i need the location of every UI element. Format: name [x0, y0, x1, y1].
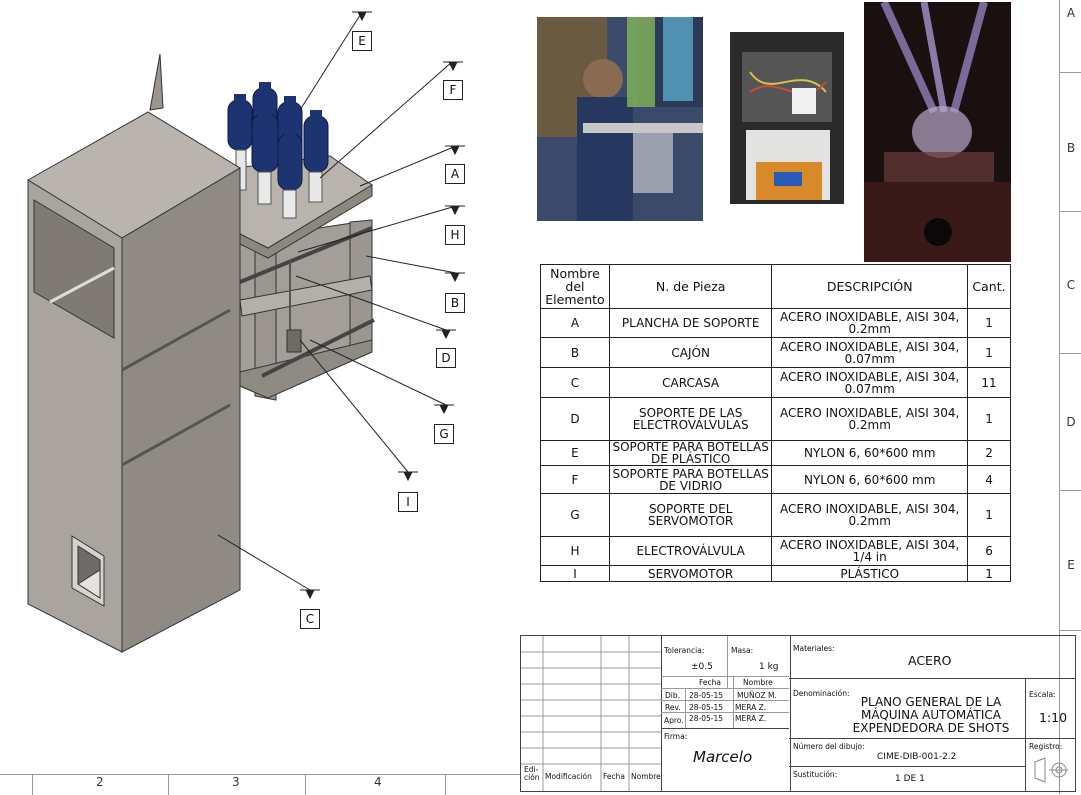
border-ruler-bottom: 2 3 4 [0, 774, 520, 795]
bottle-6 [303, 110, 329, 203]
balloon-e: E [352, 31, 372, 51]
value-tolerancia: ±0.5 [691, 662, 713, 672]
balloon-d: D [436, 348, 456, 368]
machine-isometric-drawing [27, 11, 465, 653]
housing [27, 111, 241, 653]
value-escala: 1:10 [1039, 710, 1068, 725]
projection-symbol-icon [1034, 757, 1068, 783]
value-masa: 1 kg [759, 662, 779, 672]
col-header-piece: N. de Pieza [608, 264, 773, 309]
photo-interior [864, 2, 1011, 262]
title-block: Edi-ción Modificación Fecha Nombre Toler… [520, 635, 1076, 792]
label-nombre: Nombre [743, 678, 773, 687]
value-hoja: 1 DE 1 [895, 774, 925, 784]
ruler-label-e: E [1067, 558, 1075, 572]
label-rev: Rev. [665, 703, 681, 712]
ruler-label-c: C [1066, 278, 1076, 292]
label-modificacion: Modificación [545, 772, 592, 781]
value-materiales: ACERO [908, 653, 952, 668]
value-firma: Marcelo [693, 748, 753, 766]
label-masa: Masa: [731, 646, 754, 655]
label-denominacion: Denominación: [793, 689, 850, 698]
label-fecha: Fecha [699, 678, 721, 687]
balloon-g: G [434, 424, 454, 444]
value-dib-fecha: 28-05-15 [689, 691, 724, 700]
value-denominacion: PLANO GENERAL DE LA MÁQUINA AUTOMÁTICA E… [852, 695, 1010, 735]
balloon-a: A [445, 164, 465, 184]
balloon-i: I [398, 492, 418, 512]
label-edicion: Edi-ción [524, 765, 540, 782]
label-firma: Firma: [664, 732, 688, 741]
col-header-element: Nombre del Elemento [540, 264, 610, 309]
label-nombre-rev: Nombre [631, 772, 661, 781]
bottles-group [227, 82, 329, 219]
label-tolerancia: Tolerancia: [664, 646, 705, 655]
photo-operator [537, 17, 703, 221]
label-apro: Apro. [664, 716, 684, 725]
col-header-qty: Cant. [967, 264, 1011, 309]
table-header-row: Nombre del Elemento N. de Pieza DESCRIPC… [540, 264, 1011, 309]
label-fecha-rev: Fecha [603, 772, 625, 781]
parts-list-table: Nombre del Elemento N. de Pieza DESCRIPC… [540, 264, 1011, 582]
label-materiales: Materiales: [793, 644, 835, 653]
value-rev-nombre: MERA Z. [735, 703, 767, 712]
photo-electronics [730, 32, 844, 204]
col-header-description: DESCRIPCIÓN [771, 264, 969, 309]
leader-lines [217, 11, 457, 591]
label-escala: Escala: [1029, 690, 1056, 699]
ruler-label-4: 4 [374, 775, 382, 789]
value-numero-dibujo: CIME-DIB-001-2.2 [877, 752, 957, 762]
ruler-label-d: D [1066, 415, 1076, 429]
balloon-h: H [445, 225, 465, 245]
value-apro-nombre: MERA Z. [735, 714, 767, 723]
balloon-c: C [300, 609, 320, 629]
label-numero-dibujo: Número del dibujo: [793, 742, 865, 751]
ruler-label-3: 3 [232, 775, 240, 789]
ruler-label-a: A [1066, 6, 1076, 20]
balloon-b: B [445, 293, 465, 313]
balloon-f: F [443, 80, 463, 100]
value-rev-fecha: 28-05-15 [689, 703, 724, 712]
label-registro: Registro: [1029, 742, 1063, 751]
value-apro-fecha: 28-05-15 [689, 714, 724, 723]
label-sustitucion: Sustitución: [793, 770, 838, 779]
label-dib: Dib. [665, 691, 681, 700]
border-ruler-right: A B C D E [1059, 0, 1081, 794]
ruler-label-2: 2 [96, 775, 104, 789]
bottle-5 [277, 128, 303, 219]
value-dib-nombre: MUÑOZ M. [737, 691, 777, 700]
ruler-label-b: B [1066, 141, 1076, 155]
